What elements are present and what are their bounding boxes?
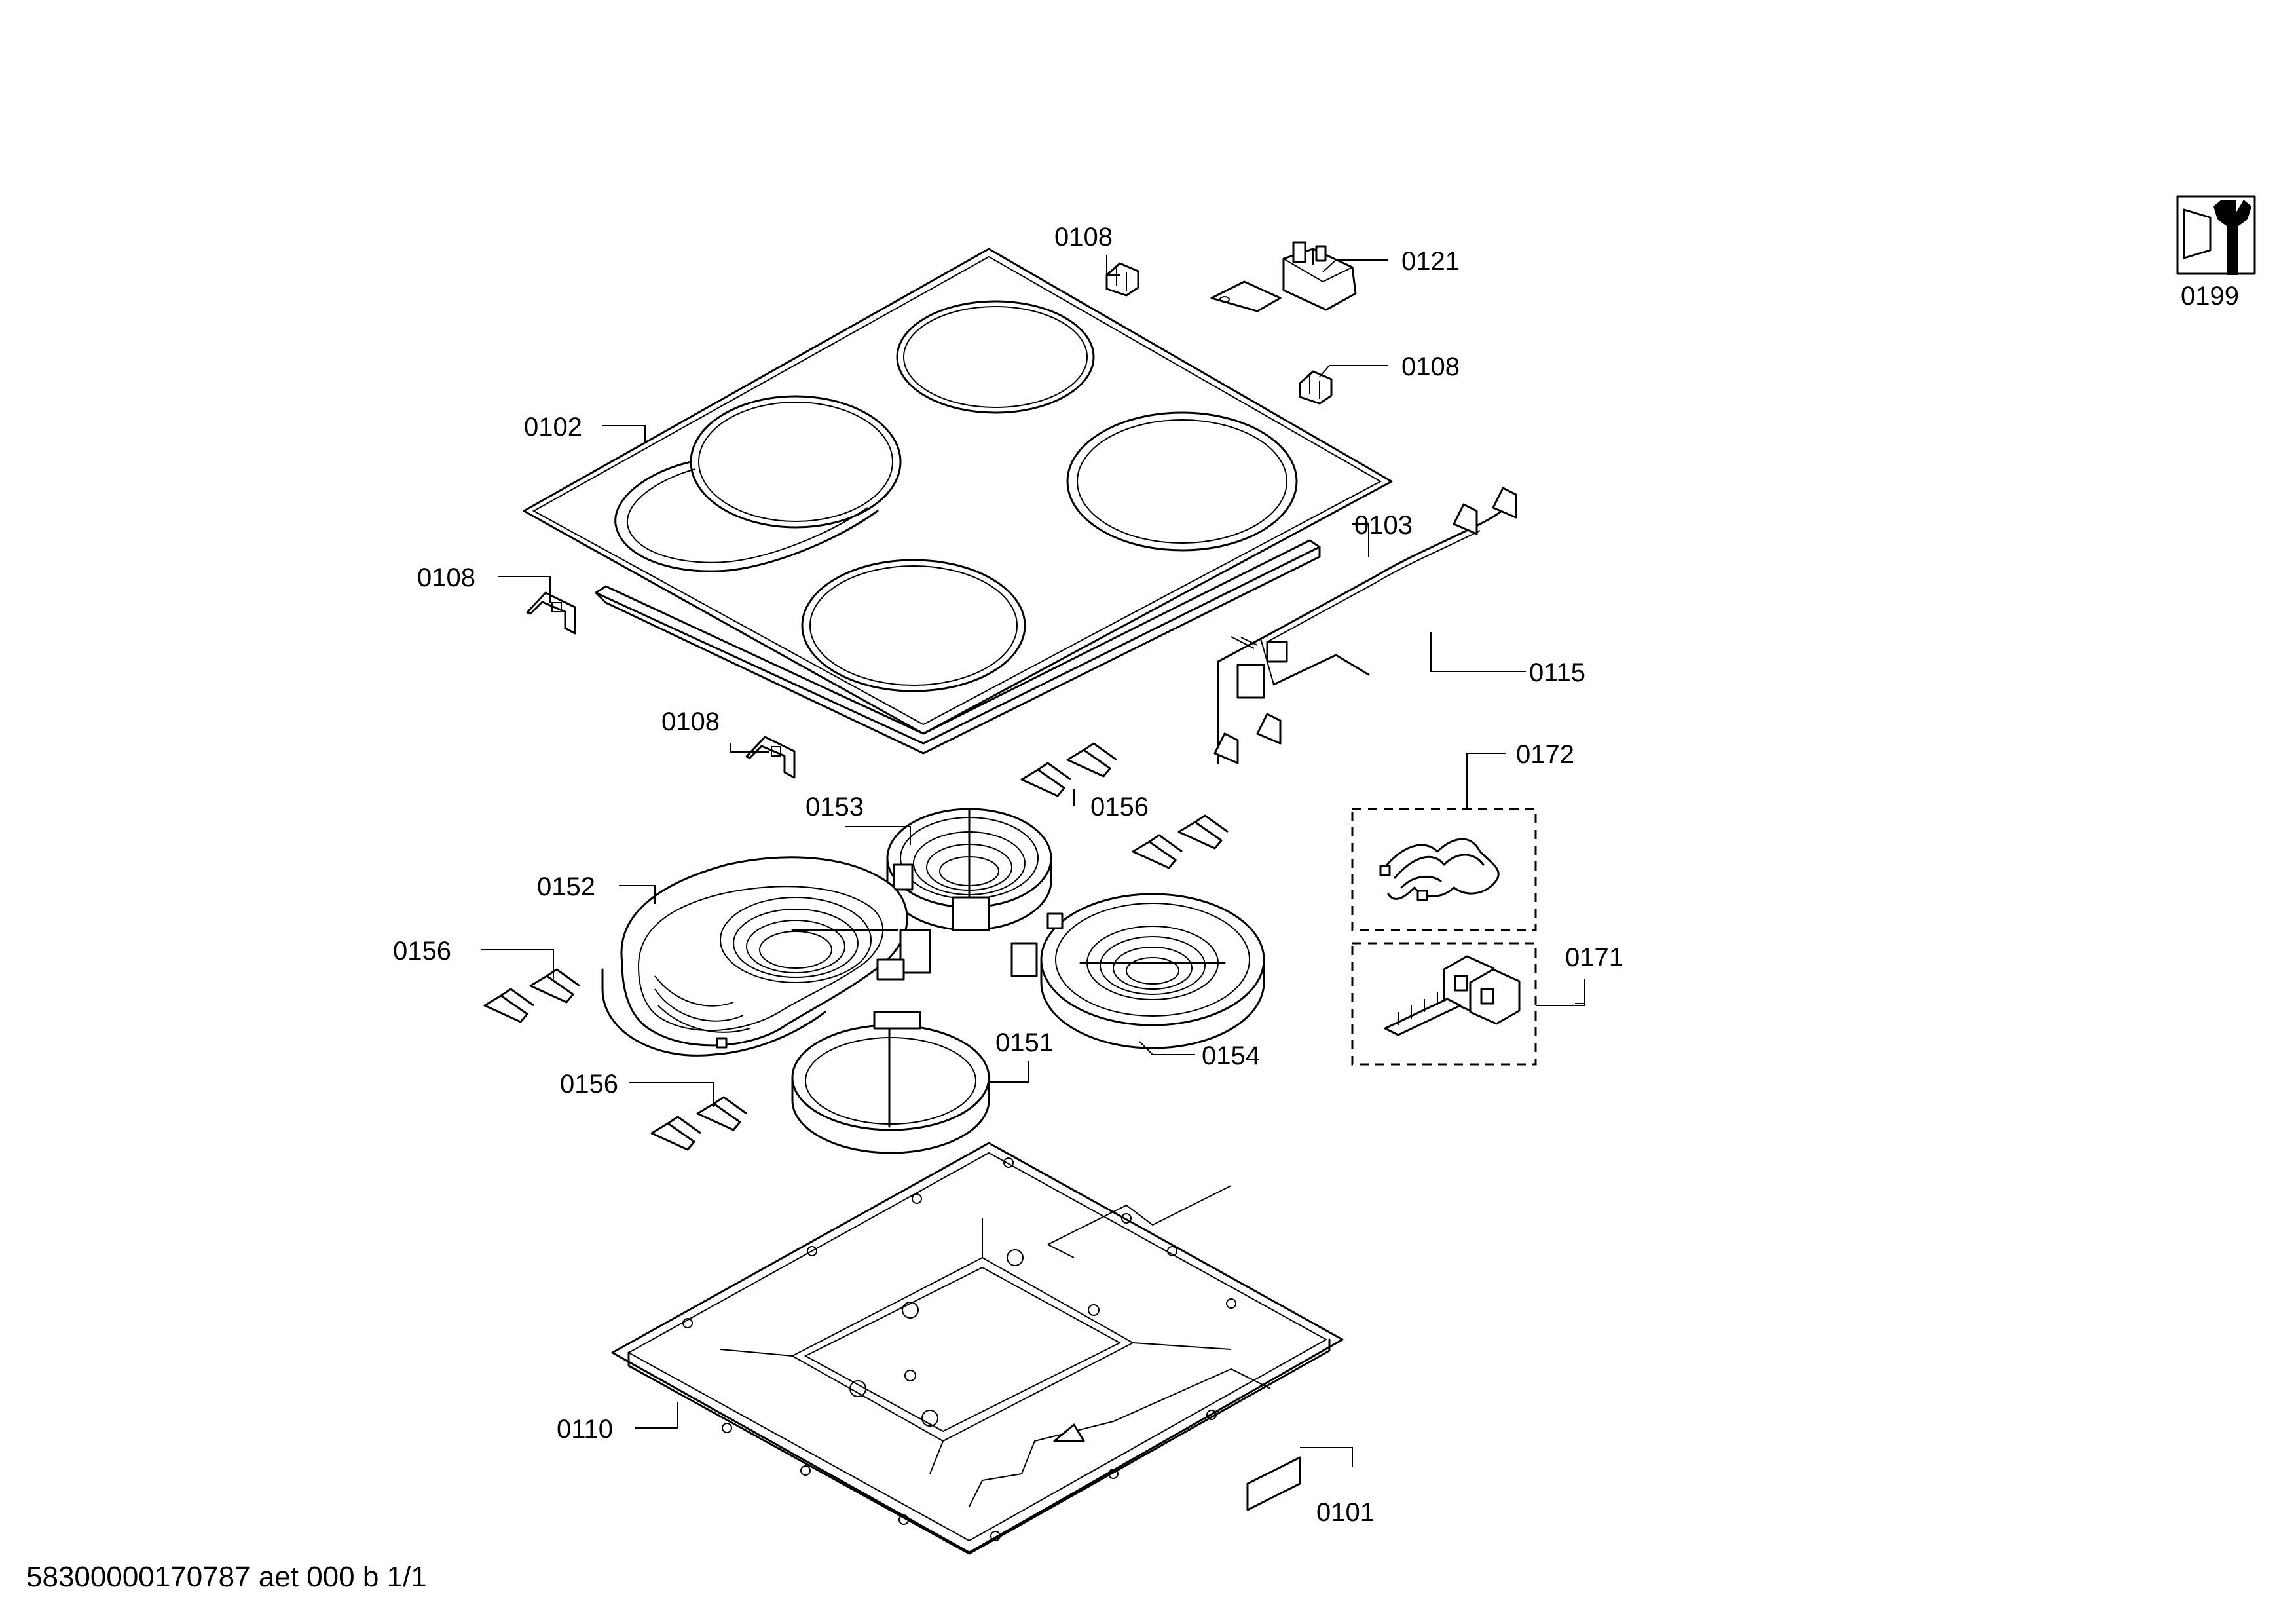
document-footer-id: 58300000170787 aet 000 b 1/1 (26, 1561, 427, 1593)
label-0151: 0151 (995, 1028, 1054, 1057)
bracket (1210, 241, 1357, 312)
terminal-clips-lower (650, 1096, 747, 1151)
leader-lines (481, 255, 1585, 1467)
label-0172: 0172 (1516, 740, 1574, 769)
label-0110: 0110 (557, 1415, 613, 1444)
label-0102: 0102 (524, 413, 582, 441)
label-0171: 0171 (1565, 943, 1623, 972)
label-0121: 0121 (1401, 247, 1460, 276)
kit-0172-box (1351, 808, 1537, 931)
clip-right (1299, 370, 1333, 405)
clip-lower (745, 736, 796, 779)
clip-top (1105, 262, 1139, 297)
label-0152: 0152 (537, 873, 595, 901)
label-0156-lower: 0156 (560, 1070, 618, 1098)
label-0156-left: 0156 (393, 937, 451, 966)
label-0108-right: 0108 (1401, 352, 1460, 381)
terminal-clips-left (483, 968, 580, 1023)
label-0108-left: 0108 (417, 563, 475, 592)
wiring-harness (1213, 487, 1517, 764)
clip-left (526, 591, 576, 635)
label-0101: 0101 (1316, 1498, 1375, 1527)
label-0108-lower: 0108 (661, 707, 720, 736)
label-0199: 0199 (2181, 282, 2239, 310)
radiant-heater-large (1010, 893, 1265, 1049)
service-wrench-icon (2176, 195, 2256, 275)
radiant-heater-dual (601, 856, 931, 1057)
rating-plate (1246, 1456, 1301, 1511)
label-0115: 0115 (1529, 658, 1585, 687)
label-0108-top: 0108 (1054, 223, 1113, 252)
radiant-heater-small (886, 808, 1052, 931)
label-0153: 0153 (805, 793, 864, 821)
frame-seal (595, 539, 1321, 755)
base-tray (611, 1142, 1344, 1555)
label-0154: 0154 (1202, 1042, 1260, 1070)
radiant-heater-ring (791, 1011, 990, 1154)
terminal-clips-upper (1020, 742, 1229, 869)
ceramic-glass-top (523, 248, 1393, 735)
part-labels: 0108 0121 0108 0102 0103 0108 0115 0108 … (393, 223, 2239, 1527)
kit-0171-box (1351, 942, 1537, 1066)
label-0156-upper: 0156 (1090, 793, 1149, 821)
label-0103: 0103 (1354, 511, 1413, 540)
